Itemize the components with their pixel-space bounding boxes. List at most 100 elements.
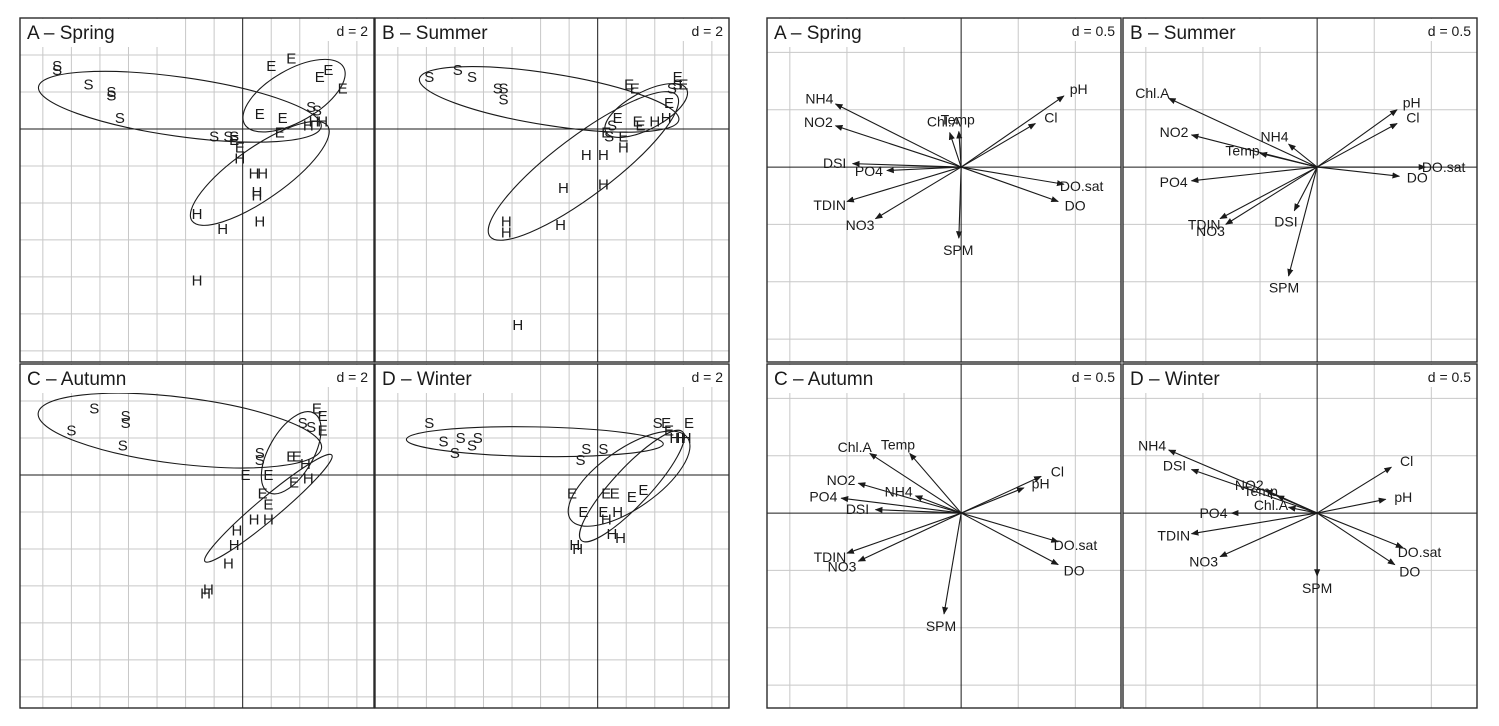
vector-label-no2: NO2 [827, 472, 856, 488]
point-H: H [661, 110, 672, 127]
vector-label-ph: pH [1403, 95, 1421, 111]
point-H: H [249, 511, 260, 528]
panel-frame [1122, 363, 1478, 709]
title-bg [768, 365, 906, 393]
scale-bg [316, 19, 372, 41]
vector-arrow-do [960, 512, 1059, 566]
point-H: H [558, 180, 569, 197]
vector-label-dsi: DSI [823, 155, 846, 171]
vector-label-nh4: NH4 [885, 484, 913, 500]
point-H: H [572, 541, 583, 558]
vector-arrow-spm [1287, 166, 1318, 277]
panel-title: D – Winter [1130, 369, 1220, 390]
point-S: S [653, 415, 663, 432]
plot-area: Chl.ANO2TempNH4PO4TDINNO3DSISPMpHClDO.sa… [1123, 18, 1477, 362]
point-H: H [254, 213, 265, 230]
vector-arrow-no3 [874, 166, 962, 220]
vector-arrow-chl.a [1287, 505, 1318, 514]
point-S: S [673, 77, 683, 94]
point-E: E [235, 139, 245, 156]
point-S: S [607, 117, 617, 134]
point-H: H [501, 213, 512, 230]
vector-arrow-cl [1316, 123, 1398, 168]
vector-label-dsi: DSI [1163, 458, 1186, 474]
vector-label-temp: Temp [881, 436, 915, 452]
scale-label: d = 0.5 [1072, 23, 1115, 39]
ellipse-S [37, 392, 323, 469]
point-H: H [303, 471, 314, 488]
point-E: E [630, 80, 640, 97]
point-S: S [229, 128, 239, 145]
vector-arrow-do.sat [961, 166, 1065, 187]
point-E: E [578, 504, 588, 521]
point-H: H [309, 114, 320, 131]
point-H: H [598, 147, 609, 164]
vector-label-po4: PO4 [855, 163, 883, 179]
point-H: H [669, 430, 680, 447]
vector-label-do: DO [1399, 563, 1420, 579]
vector-label-no3: NO3 [846, 217, 875, 233]
point-H: H [569, 537, 580, 554]
vector-arrow-tdin [1219, 166, 1318, 220]
vector-arrow-cl [960, 123, 1037, 168]
vector-label-do: DO [1407, 170, 1428, 186]
vector-label-chl.a: Chl.A [927, 113, 962, 129]
panel-frame [19, 363, 375, 709]
point-S: S [121, 408, 131, 425]
panel-frame [1122, 17, 1478, 363]
panel-frame [374, 363, 730, 709]
point-E: E [613, 110, 623, 127]
vector-label-no2: NO2 [804, 114, 833, 130]
panel-frame [19, 17, 375, 363]
vector-label-no2: NO2 [1235, 477, 1264, 493]
point-H: H [675, 430, 686, 447]
ellipse-S [418, 66, 680, 133]
point-E: E [292, 448, 302, 465]
vector-arrow-spm [955, 167, 963, 239]
vector-label-cl: Cl [1406, 110, 1419, 126]
point-H: H [234, 151, 245, 168]
scale-bg [1063, 365, 1119, 387]
point-S: S [439, 434, 449, 451]
point-H: H [303, 117, 314, 134]
vector-label-do.sat: DO.sat [1054, 537, 1098, 553]
point-S: S [66, 423, 76, 440]
vector-arrow-do [1316, 512, 1396, 566]
point-H: H [317, 114, 328, 131]
ellipse-H [204, 453, 333, 563]
vector-label-dsi: DSI [1274, 213, 1297, 229]
ellipse-E [604, 82, 689, 138]
vector-arrow-do [1317, 166, 1401, 179]
point-S: S [255, 452, 265, 469]
ellipse-H [578, 429, 685, 543]
vector-arrow-tdin [1190, 512, 1318, 536]
vector-arrow-po4 [840, 495, 962, 514]
point-E: E [323, 62, 333, 79]
point-H: H [607, 526, 618, 543]
ellipse-H [487, 91, 680, 241]
vector-arrow-ph [960, 487, 1025, 514]
point-E: E [278, 110, 288, 127]
title-bg [1124, 365, 1262, 393]
vector-label-tdin: TDIN [1188, 216, 1221, 232]
point-E: E [601, 485, 611, 502]
vector-arrow-po4 [1190, 166, 1318, 184]
point-E: E [286, 448, 296, 465]
vector-arrow-ph [1316, 109, 1398, 168]
point-S: S [298, 415, 308, 432]
vector-arrow-po4 [886, 166, 962, 174]
scale-label: d = 0.5 [1428, 369, 1471, 385]
point-H: H [223, 556, 234, 573]
point-H: H [217, 221, 228, 238]
point-S: S [118, 437, 128, 454]
panel-sites-2: SSSSSSSSSSEEEEEEEEEEHHHHHHHHHC – Autumnd… [19, 363, 375, 709]
panel-frame [374, 17, 730, 363]
point-H: H [649, 114, 660, 131]
vector-label-spm: SPM [1269, 280, 1299, 296]
